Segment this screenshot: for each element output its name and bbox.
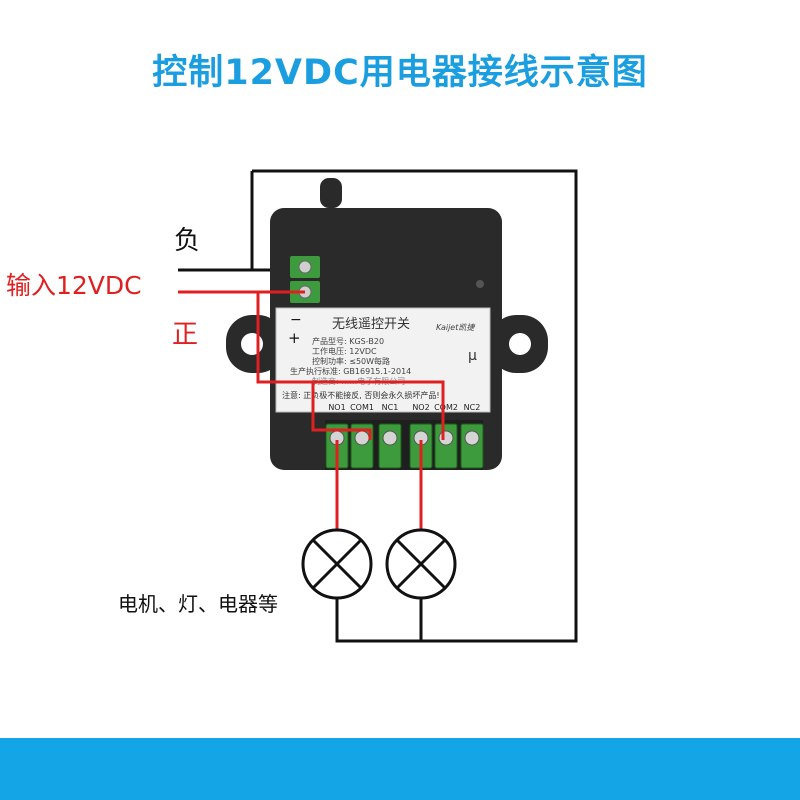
com-bridge-wire (311, 382, 372, 440)
screw-neg (298, 260, 312, 274)
mu-mark: μ (468, 348, 477, 364)
lamp-1 (301, 528, 373, 600)
positive-wire (178, 290, 445, 530)
lamp-2-cross-b (395, 538, 447, 590)
sticker-brand: Kaijet凯捷 (436, 323, 476, 332)
output-terminal-block (325, 420, 484, 470)
terminal-label-nc1: NC1 (382, 403, 399, 412)
indicator-dot (476, 280, 484, 288)
device-sticker: 无线遥控开关 Kaijet凯捷 产品型号: KGS-B20 工作电压: 12VD… (275, 307, 491, 413)
footer-bar (0, 738, 800, 800)
terminal-label-no2: NO2 (412, 403, 429, 412)
label-negative: 负 (174, 226, 201, 256)
lamp-1-cross-b (311, 538, 363, 590)
positive-to-com-wire (256, 292, 445, 440)
plus-mark: + (288, 329, 301, 347)
sticker-model: 产品型号: KGS-B20 (312, 336, 384, 346)
return-wire-bottom (335, 598, 421, 643)
ear-hole-right (509, 333, 531, 355)
minus-mark: − (290, 312, 302, 328)
negative-wire-top (252, 169, 578, 643)
label-positive: 正 (172, 320, 199, 350)
sticker-power: 控制功率: ≤50W每路 (312, 356, 390, 366)
terminal-label-com1: COM1 (350, 403, 374, 412)
terminal-label-nc2: NC2 (464, 403, 481, 412)
sticker-warning: 注意: 正负极不能接反, 否则会永久损坏产品! (282, 390, 440, 400)
terminal-screw-nc2 (464, 430, 480, 446)
sticker-standard: 生产执行标准: GB16915.1-2014 (290, 366, 411, 376)
terminal-block-base (325, 420, 483, 470)
lamp-2 (385, 528, 457, 600)
terminal-screw-nc1 (382, 430, 398, 446)
label-loads: 电机、灯、电器等 (118, 592, 278, 616)
terminal-label-com2: COM2 (434, 403, 458, 412)
terminal-labels: NO1 COM1 NC1 NO2 COM2 NC2 (328, 403, 480, 412)
terminal-screw-com2 (438, 430, 454, 446)
ear-hole-left (241, 333, 263, 355)
label-input-12vdc: 输入12VDC (6, 271, 142, 300)
terminal-screw-com1 (354, 430, 370, 446)
sticker-title: 无线遥控开关 (332, 317, 410, 332)
antenna-stub (320, 178, 342, 208)
diagram-title: 控制12VDC用电器接线示意图 (152, 53, 648, 93)
terminal-label-no1: NO1 (328, 403, 345, 412)
sticker-voltage: 工作电压: 12VDC (312, 346, 377, 356)
